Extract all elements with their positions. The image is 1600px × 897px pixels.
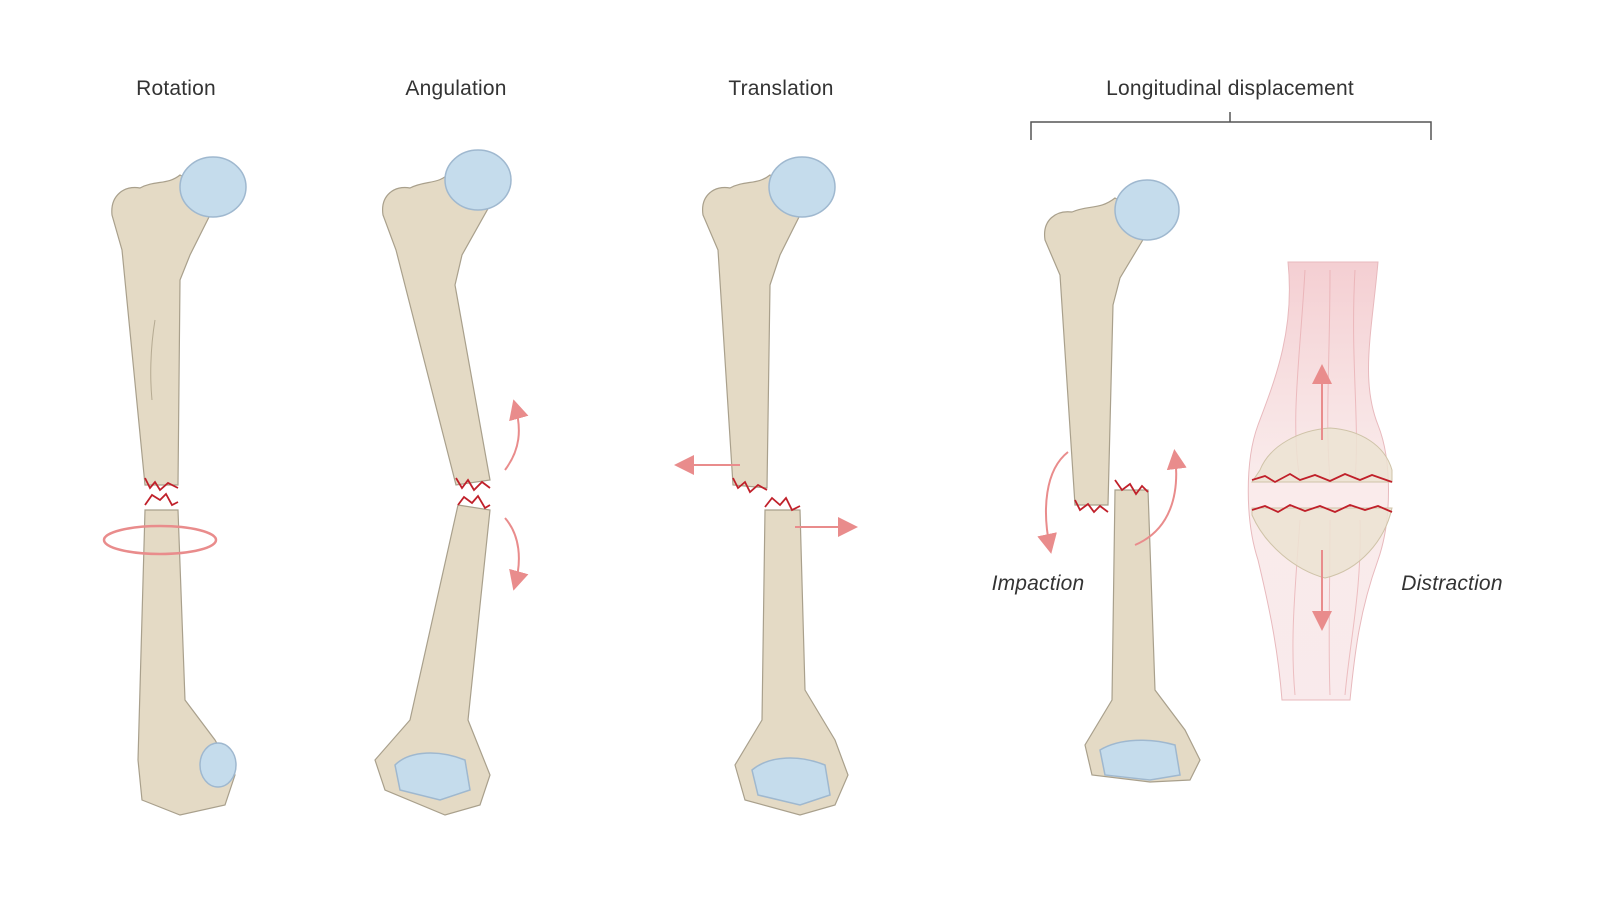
label-angulation: Angulation	[405, 77, 507, 100]
distraction-bone-upper	[1251, 427, 1393, 484]
angulation-femur-upper	[382, 149, 512, 492]
bracket	[1030, 112, 1432, 140]
label-longitudinal-displacement: Longitudinal displacement	[1106, 77, 1354, 100]
impaction-femur-upper	[1044, 179, 1180, 514]
label-distraction: Distraction	[1401, 572, 1503, 595]
rotation-arrow	[102, 524, 218, 556]
label-rotation: Rotation	[136, 77, 216, 100]
angulation-arrow-down	[504, 517, 529, 591]
angulation-arrow-up	[504, 399, 529, 471]
rotation-femur-upper	[111, 156, 247, 492]
label-impaction: Impaction	[991, 572, 1085, 595]
impaction-femur-lower	[1084, 479, 1201, 783]
angulation-femur-lower	[374, 494, 491, 816]
distraction-bone-lower	[1251, 504, 1393, 579]
translation-femur-lower	[734, 496, 849, 816]
rotation-femur-lower	[137, 492, 237, 816]
label-translation: Translation	[728, 77, 834, 100]
translation-femur-upper	[702, 156, 836, 494]
impaction-arrow-down	[1037, 451, 1069, 554]
impaction-arrow-up	[1134, 449, 1187, 546]
